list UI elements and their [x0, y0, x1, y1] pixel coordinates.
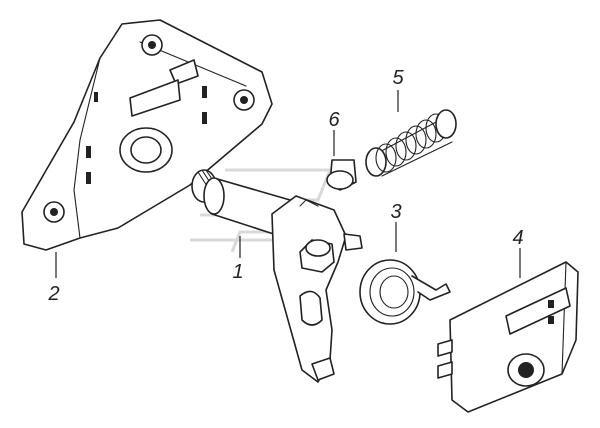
- callout-6: 6: [328, 109, 340, 131]
- part-2-bracket-plate: [21, 19, 273, 251]
- part-4-cover-plate: [437, 261, 579, 413]
- part-1-shaft-lever: [191, 169, 363, 383]
- callout-1: 1: [232, 261, 243, 283]
- callout-3: 3: [390, 201, 401, 223]
- part-6-plug: [326, 159, 357, 191]
- part-3-torsion-spring: [359, 259, 451, 325]
- leader-lines: [55, 90, 521, 278]
- callout-4: 4: [512, 227, 523, 249]
- callout-2: 2: [47, 283, 59, 305]
- part-5-spring: [365, 109, 457, 177]
- callout-5: 5: [392, 67, 404, 89]
